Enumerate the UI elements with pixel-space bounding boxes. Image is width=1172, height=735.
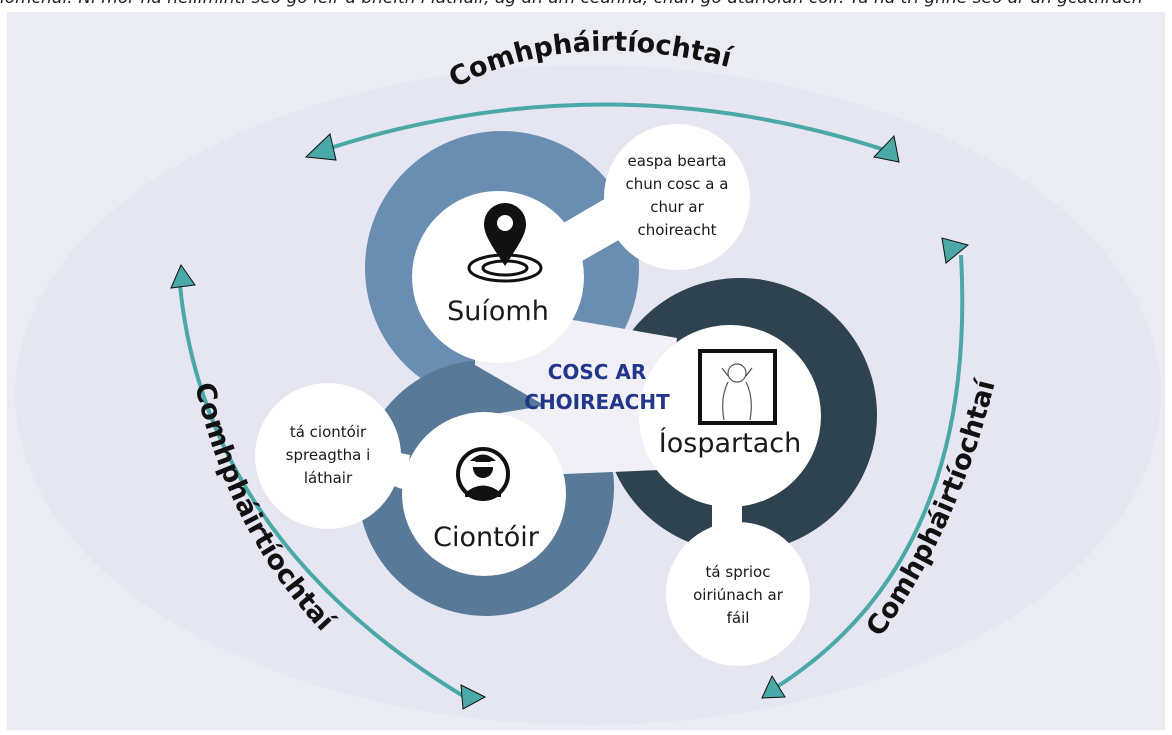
- arrowhead-right-top: [941, 237, 970, 264]
- center-title-line-1: COSC AR: [547, 360, 647, 384]
- map-pin-icon: [467, 203, 543, 283]
- victim-note: tá sprioc oiriúnach ar fáil: [673, 561, 803, 630]
- arc-arrow-left: [178, 284, 467, 699]
- offender-note-line: spreagtha i: [285, 446, 371, 464]
- arrowhead-top-right: [873, 134, 900, 163]
- burglar-icon: [456, 447, 510, 501]
- center-title: COSC AR CHOIREACHT: [512, 357, 682, 417]
- offender-label: Ciontóir: [433, 522, 539, 553]
- arrowhead-left-bottom: [460, 684, 487, 710]
- location-note: easpa bearta chun cosc a a chur ar choir…: [612, 150, 742, 242]
- arc-arrow-right: [773, 254, 965, 690]
- offender-note-line: tá ciontóir: [289, 423, 367, 441]
- location-note-line: easpa bearta: [627, 152, 727, 170]
- arrowhead-top-left: [304, 133, 337, 161]
- victim-note-bubble: [666, 522, 810, 666]
- location-note-bubble: [604, 124, 750, 270]
- victim-label: Íospartach: [658, 428, 802, 459]
- location-note-line: choireacht: [637, 221, 717, 239]
- victim-note-line: fáil: [726, 609, 750, 627]
- offender-note-line: láthair: [303, 469, 353, 487]
- location-label: Suíomh: [447, 296, 549, 327]
- location-note-line: chur ar: [650, 198, 704, 216]
- offender-note: tá ciontóir spreagtha i láthair: [263, 421, 393, 490]
- arc-arrow-top: [317, 102, 886, 154]
- center-title-line-2: CHOIREACHT: [524, 390, 670, 414]
- header-text: iomchuí: Ní mór na heilimintí seo go léi…: [0, 0, 1172, 8]
- victim-note-line: oiriúnach ar: [693, 586, 783, 604]
- victim-note-line: tá sprioc: [705, 563, 771, 581]
- offender-note-bubble: [255, 383, 401, 529]
- location-note-line: chun cosc a a: [625, 175, 729, 193]
- distressed-person-icon: [698, 349, 777, 425]
- arrowhead-left-top: [170, 263, 196, 289]
- arrowhead-right-bottom: [761, 674, 786, 699]
- location-inner: [412, 191, 584, 363]
